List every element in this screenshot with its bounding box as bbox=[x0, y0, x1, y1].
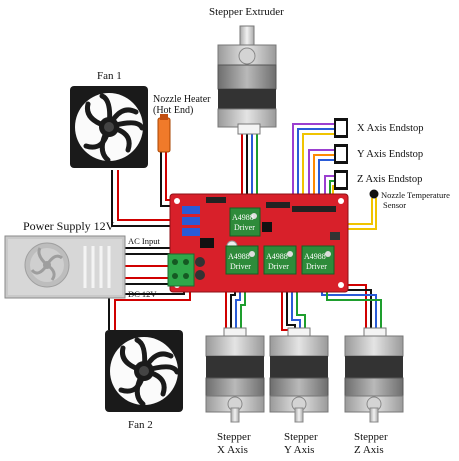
driver-z-word: Driver bbox=[306, 262, 327, 271]
label-stepper-z-2: Z Axis bbox=[354, 444, 384, 456]
ramps-board bbox=[167, 193, 349, 293]
label-temp-2: Sensor bbox=[383, 200, 406, 210]
driver-z-brand: A4988 bbox=[304, 252, 326, 261]
wire-xend-a bbox=[292, 123, 335, 210]
wire-xend-c bbox=[302, 133, 335, 210]
wire-xend-b bbox=[297, 128, 335, 210]
nozzle-heater-icon bbox=[157, 114, 171, 153]
wire-temp-b bbox=[338, 198, 377, 230]
driver-x-word: Driver bbox=[230, 262, 251, 271]
label-z-endstop: Z Axis Endstop bbox=[357, 174, 422, 185]
driver-ext-word: Driver bbox=[234, 223, 255, 232]
wire-y-3 bbox=[291, 270, 301, 330]
wire-temp-a bbox=[338, 198, 373, 225]
label-nozzle-heater-2: (Hot End) bbox=[153, 105, 193, 116]
wire-heater-red bbox=[165, 150, 205, 201]
driver-y bbox=[263, 245, 297, 275]
z-endstop-icon bbox=[334, 170, 348, 190]
label-dc-12v: DC 12V bbox=[128, 289, 157, 299]
driver-x-brand: A4988 bbox=[228, 252, 250, 261]
wire-yend-c bbox=[318, 159, 335, 210]
stepper-y bbox=[269, 327, 329, 423]
label-x-endstop: X Axis Endstop bbox=[357, 123, 424, 134]
thermistor-icon bbox=[369, 189, 379, 199]
label-stepper-y-1: Stepper bbox=[284, 431, 318, 443]
driver-ext-brand: A4988 bbox=[232, 213, 254, 222]
label-stepper-x-1: Stepper bbox=[217, 431, 251, 443]
driver-extruder bbox=[229, 207, 261, 237]
y-endstop-icon bbox=[334, 144, 348, 164]
label-fan2: Fan 2 bbox=[128, 419, 153, 431]
driver-x bbox=[225, 245, 259, 275]
fan1-icon bbox=[70, 86, 148, 168]
label-stepper-x-2: X Axis bbox=[217, 444, 248, 456]
label-stepper-y-2: Y Axis bbox=[284, 444, 314, 456]
stepper-x bbox=[205, 327, 265, 423]
power-supply-icon bbox=[4, 235, 126, 299]
label-stepper-extruder: Stepper Extruder bbox=[209, 6, 284, 18]
wire-yend-a bbox=[308, 149, 335, 210]
driver-y-brand: A4988 bbox=[266, 252, 288, 261]
label-power-supply: Power Supply 12V bbox=[23, 219, 115, 233]
wire-yend-b bbox=[313, 154, 335, 210]
label-fan1: Fan 1 bbox=[97, 70, 122, 82]
driver-z bbox=[301, 245, 335, 275]
label-ac-input: AC Input bbox=[128, 236, 161, 246]
label-stepper-z-1: Stepper bbox=[354, 431, 388, 443]
stepper-extruder bbox=[217, 25, 277, 135]
label-y-endstop: Y Axis Endstop bbox=[357, 149, 423, 160]
label-nozzle-heater-1: Nozzle Heater bbox=[153, 94, 211, 105]
driver-y-word: Driver bbox=[268, 262, 289, 271]
fan2-icon bbox=[105, 330, 183, 412]
stepper-z bbox=[344, 327, 404, 423]
label-temp-1: Nozzle Temperature bbox=[381, 190, 450, 200]
x-endstop-icon bbox=[334, 118, 348, 138]
